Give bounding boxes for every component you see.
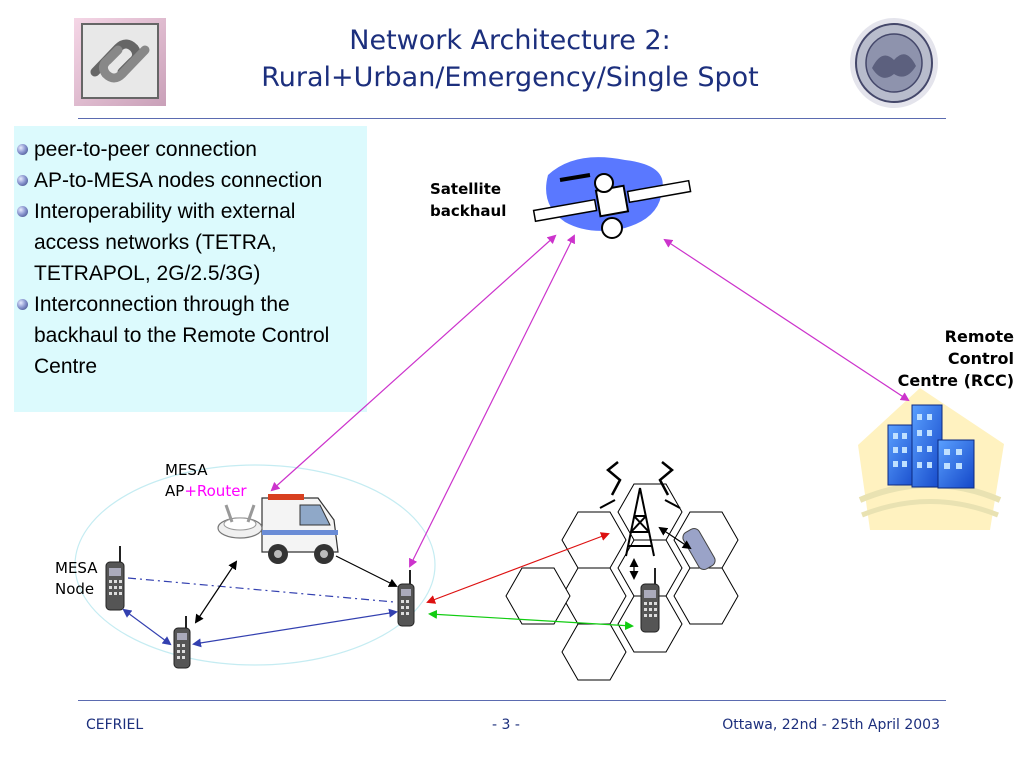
satellite-label-line-1: Satellite xyxy=(430,180,502,198)
mesa-node-phone-left xyxy=(105,546,125,611)
bullet-text: Interconnection through the backhaul to … xyxy=(34,293,330,378)
bullet-dot-icon xyxy=(17,175,28,186)
bullet-text: Interoperability with external access ne… xyxy=(34,200,296,285)
slide-title: Network Architecture 2: Rural+Urban/Emer… xyxy=(180,22,840,96)
bullet-item: peer-to-peer connection xyxy=(17,134,363,165)
bullet-item: AP-to-MESA nodes connection xyxy=(17,165,363,196)
cellular-hex-grid xyxy=(505,511,739,681)
cefriel-logo xyxy=(70,14,170,110)
bullet-text: peer-to-peer connection xyxy=(34,138,257,161)
mesa-ap-label-line-2: AP+Router xyxy=(165,481,247,502)
mesa-ap-label: MESA AP+Router xyxy=(165,460,247,502)
bullet-box: peer-to-peer connection AP-to-MESA nodes… xyxy=(14,126,367,412)
mesa-node-phone-bottom xyxy=(173,616,191,669)
ambulance-icon xyxy=(261,494,339,564)
rcc-label-line-2: Control xyxy=(947,349,1014,368)
mesa-ap-router: +Router xyxy=(184,482,247,500)
rcc-label-line-1: Remote xyxy=(944,327,1014,346)
bullet-dot-icon xyxy=(17,299,28,310)
cell-tower-hex-highlight xyxy=(617,483,683,541)
footer-right: Ottawa, 22nd - 25th April 2003 xyxy=(722,717,940,733)
cellular-links xyxy=(426,526,692,631)
footer-rule xyxy=(78,700,946,701)
bullet-dot-icon xyxy=(17,144,28,155)
bullet-text: AP-to-MESA nodes connection xyxy=(34,169,323,192)
mesa-ap-prefix: AP xyxy=(165,482,185,500)
rcc-label-line-3: Centre (RCC) xyxy=(897,371,1014,390)
footer-page-number: - 3 - xyxy=(492,717,520,733)
mesa-node-label: MESA Node xyxy=(55,558,97,600)
mesa-links xyxy=(122,555,398,648)
mesa-cluster-area xyxy=(74,464,436,666)
bullet-item: Interoperability with external access ne… xyxy=(17,196,363,289)
mesa-node-label-line-1: MESA xyxy=(55,559,98,577)
access-point-icon xyxy=(217,504,263,539)
footer-left: CEFRIEL xyxy=(86,717,144,733)
bullet-dot-icon xyxy=(17,206,28,217)
mobile-phone-icon xyxy=(640,568,660,633)
satellite-label-line-2: backhaul xyxy=(430,202,507,220)
satellite-label: Satellite backhaul xyxy=(430,178,506,222)
mesa-node-phone-right xyxy=(397,570,415,627)
title-rule xyxy=(78,118,946,119)
cell-tower-icon xyxy=(599,461,681,557)
rcc-building-icon xyxy=(858,388,1004,530)
rcc-label: Remote Control Centre (RCC) xyxy=(860,326,1014,392)
politecnico-seal xyxy=(848,16,940,110)
mesa-node-label-line-2: Node xyxy=(55,580,95,598)
satellite-icon xyxy=(532,157,692,239)
title-line-2: Rural+Urban/Emergency/Single Spot xyxy=(261,62,759,93)
bullet-item: Interconnection through the backhaul to … xyxy=(17,289,363,382)
mesa-ap-label-line-1: MESA xyxy=(165,461,208,479)
bullet-list: peer-to-peer connection AP-to-MESA nodes… xyxy=(14,126,367,382)
title-line-1: Network Architecture 2: xyxy=(349,25,671,56)
satellite-links xyxy=(270,234,910,568)
